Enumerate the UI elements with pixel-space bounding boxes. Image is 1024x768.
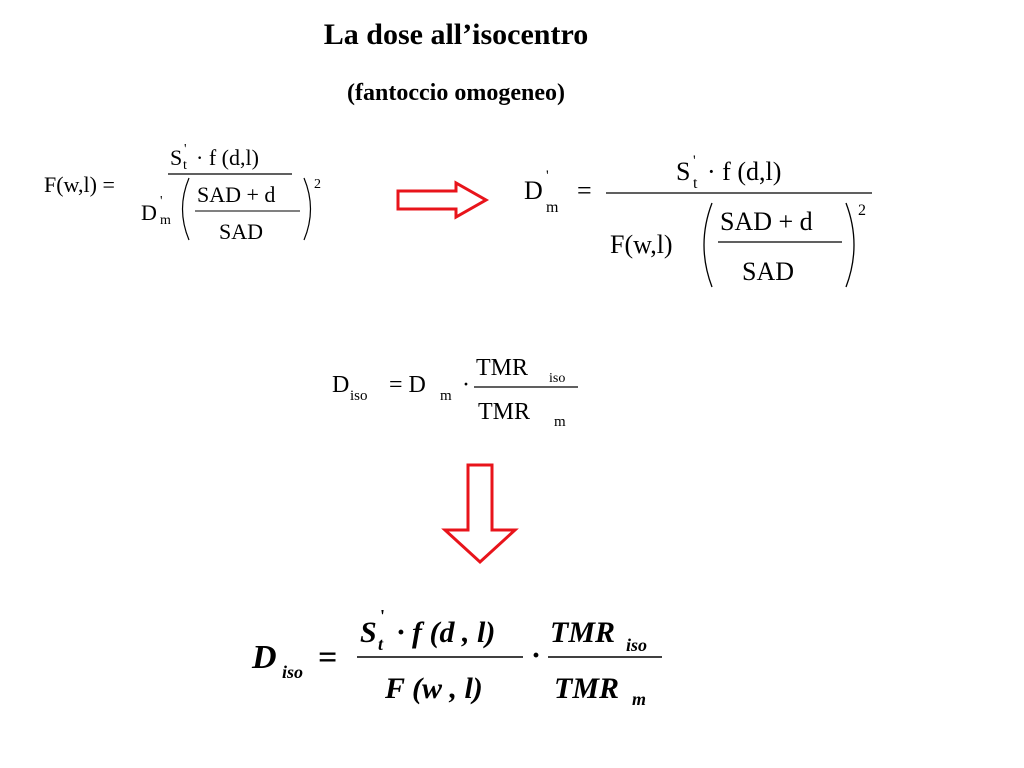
f1-lhs: F(w,l) = <box>44 172 115 197</box>
f2-left-paren <box>703 202 713 288</box>
f2-eq: = <box>577 176 592 205</box>
f2-num-rest: · f (d,l) <box>707 157 781 186</box>
f1-den-D: D <box>141 200 157 225</box>
f4-num-TMR: TMR <box>550 616 615 649</box>
f4-num-rest: · f (d , l) <box>397 616 495 649</box>
f1-den-prime: ' <box>160 194 163 209</box>
f4-num-S: S <box>360 616 377 649</box>
slide-title: La dose all’isocentro <box>323 18 589 51</box>
f3-num-iso: iso <box>549 371 565 386</box>
f1-den-m: m <box>160 213 171 228</box>
f3-den-m: m <box>554 414 566 430</box>
f2-lhs-m: m <box>546 199 559 216</box>
f1-num-prime: ' <box>184 142 187 157</box>
f1-exponent: 2 <box>314 177 321 192</box>
f2-right-paren <box>845 202 855 288</box>
f1-inner-den: SAD <box>219 219 263 244</box>
formula-dose-reference: D ' m = S ' t · f (d,l) F(w,l) SAD + d S… <box>524 153 872 288</box>
f4-lhs-D: D <box>251 639 277 676</box>
f2-num-prime: ' <box>693 153 696 169</box>
f2-lhs-D: D <box>524 176 543 205</box>
f2-inner-num: SAD + d <box>720 207 813 236</box>
f1-left-paren <box>181 177 190 241</box>
f1-num-S: S <box>170 145 182 170</box>
f1-num-rest: · f (d,l) <box>196 145 259 170</box>
f4-lhs-iso: iso <box>282 662 303 682</box>
formula-final: D iso = S ' t · f (d , l) F (w , l) · TM… <box>251 606 662 709</box>
f4-dot: · <box>531 639 541 672</box>
f3-sub-m: m <box>440 388 452 404</box>
f4-den-F: F (w , l) <box>384 672 483 705</box>
f1-num-t: t <box>183 158 187 173</box>
f4-den-m: m <box>632 689 646 709</box>
f1-inner-num: SAD + d <box>197 182 275 207</box>
f3-lhs-iso: iso <box>350 388 368 404</box>
f2-num-S: S <box>676 157 690 186</box>
f3-den-TMR: TMR <box>478 399 530 425</box>
f4-eq: = <box>318 639 337 676</box>
f2-lhs-prime: ' <box>546 168 549 184</box>
arrow-down-icon <box>441 463 519 565</box>
f2-den-F: F(w,l) <box>610 230 673 259</box>
f4-num-iso: iso <box>626 635 647 655</box>
formula-isocenter-dose: D iso = D m · TMR iso TMR m <box>332 355 578 430</box>
f3-dot: · <box>462 372 470 398</box>
f3-num-TMR: TMR <box>476 355 528 381</box>
arrow-right-icon <box>396 180 490 220</box>
f3-eq-D: = D <box>389 372 426 398</box>
f2-inner-den: SAD <box>742 257 794 286</box>
f2-num-t: t <box>693 175 698 192</box>
f3-lhs-D: D <box>332 372 349 398</box>
f1-right-paren <box>303 177 312 241</box>
f2-exponent: 2 <box>858 202 866 219</box>
f4-num-t: t <box>378 634 384 654</box>
f4-num-prime: ' <box>380 606 385 626</box>
slide-subtitle: (fantoccio omogeneo) <box>347 80 565 106</box>
formula-output-factor: F(w,l) = S ' t · f (d,l) D ' m SAD + d S… <box>44 142 321 244</box>
f4-den-TMR: TMR <box>554 672 619 705</box>
